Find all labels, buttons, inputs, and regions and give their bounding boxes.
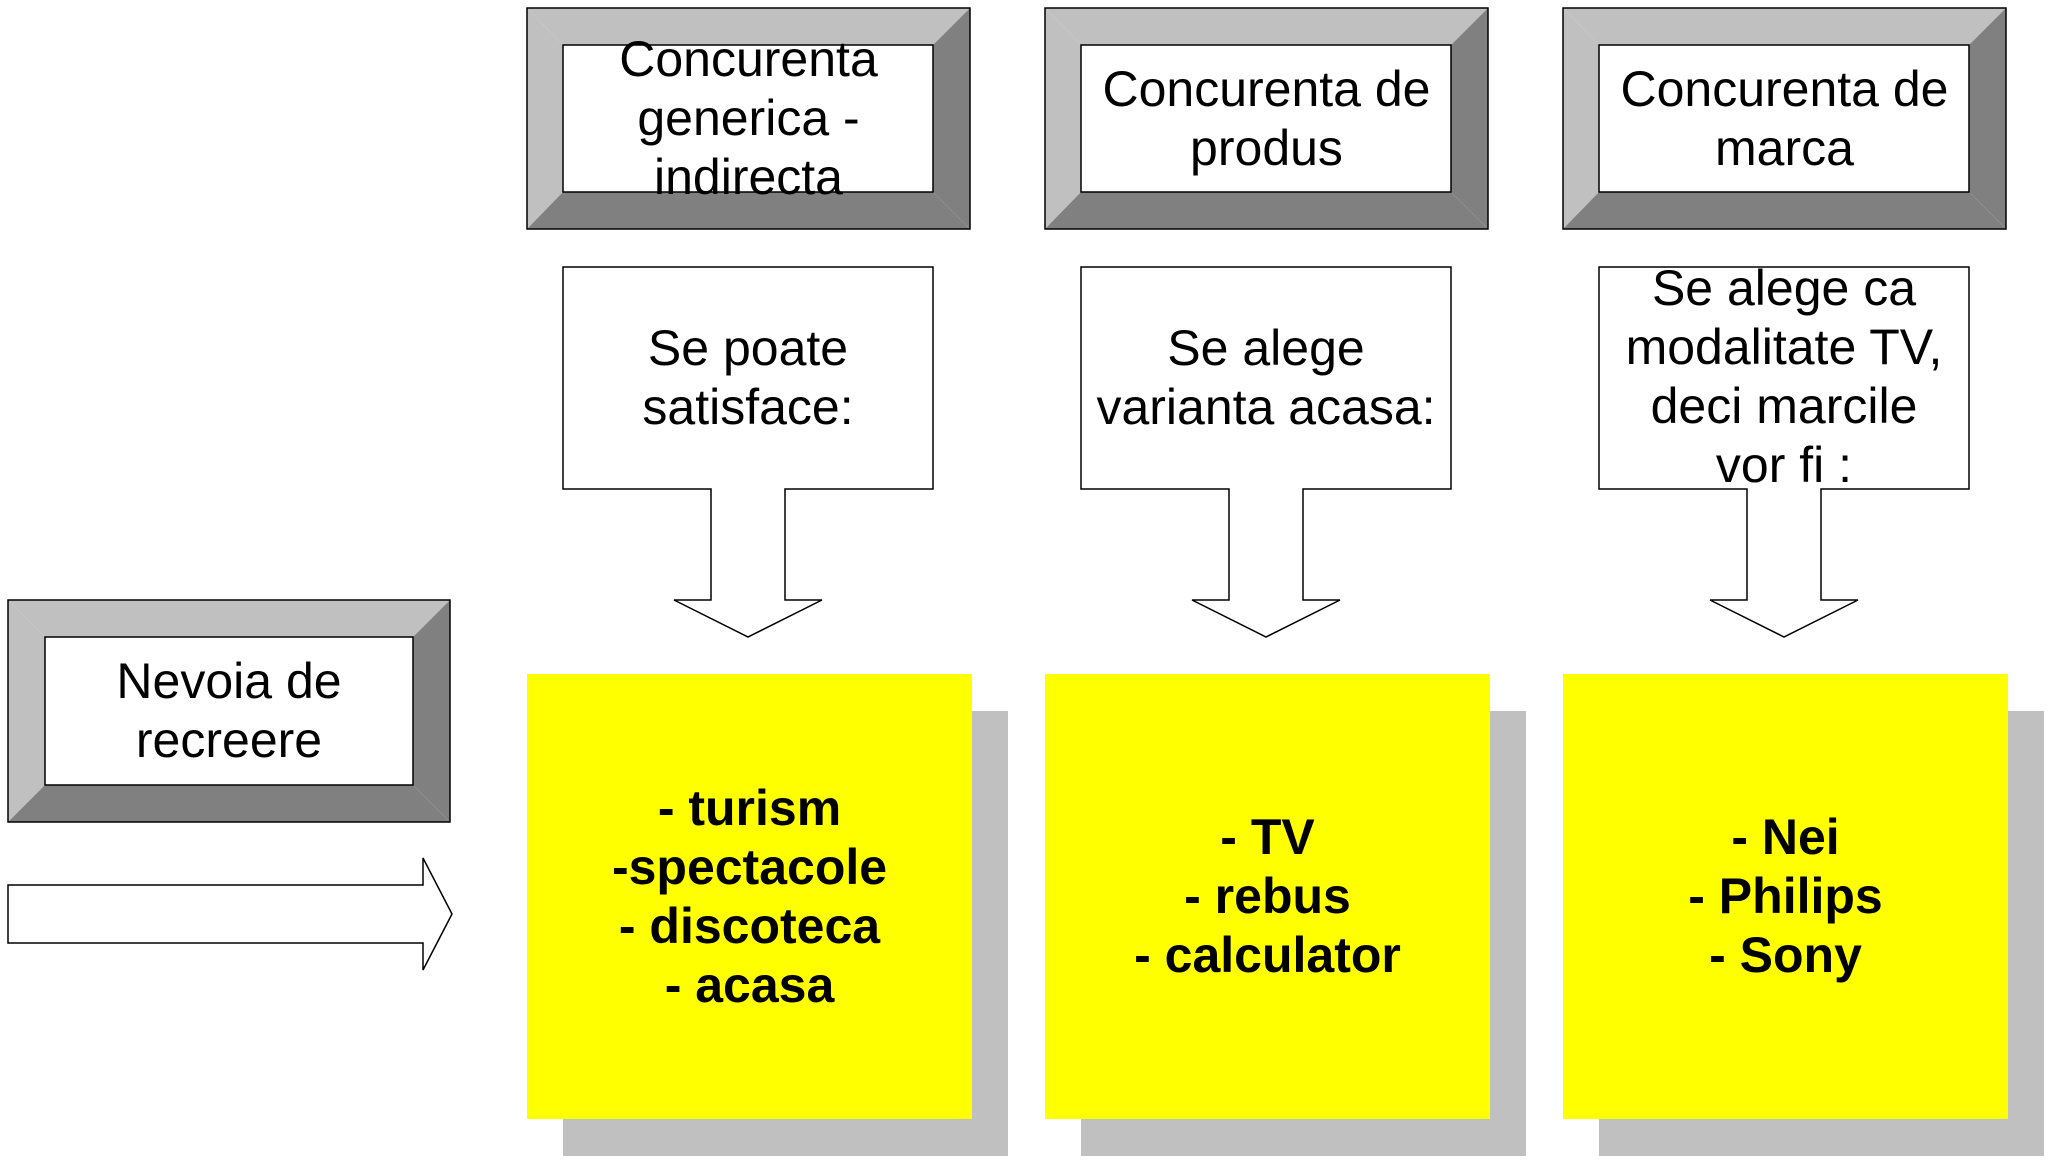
header-box-product (1044, 7, 1489, 230)
callout-generic-label: Se poate satisface: (642, 320, 854, 435)
callout-arrow-brand (1598, 266, 1970, 638)
callout-brand-label: Se alege ca modalitate TV, deci marcile … (1625, 260, 1943, 493)
callout-product-label: Se alege varianta acasa: (1096, 320, 1436, 435)
header-generic-label: Concurenta generica - indirecta (619, 31, 878, 205)
callout-arrow-product (1080, 266, 1452, 638)
items-generic-list: - turism -spectacole - discoteca - acasa (611, 779, 888, 1013)
yellow-box-generic (527, 674, 972, 1119)
header-box-brand (1562, 7, 2007, 230)
yellow-box-brand (1563, 674, 2008, 1119)
items-brand-list: - Nei - Philips - Sony (1688, 809, 1883, 983)
items-product-list: - TV - rebus - calculator (1134, 809, 1401, 983)
header-box-generic (526, 7, 971, 230)
need-label: Nevoia de recreere (116, 653, 342, 768)
need-box (7, 599, 451, 823)
right-arrow-icon (7, 857, 453, 971)
callout-arrow-generic (562, 266, 934, 638)
yellow-box-product (1045, 674, 1490, 1119)
header-brand-label: Concurenta de marca (1620, 60, 1949, 176)
header-product-label: Concurenta de produs (1102, 60, 1431, 176)
